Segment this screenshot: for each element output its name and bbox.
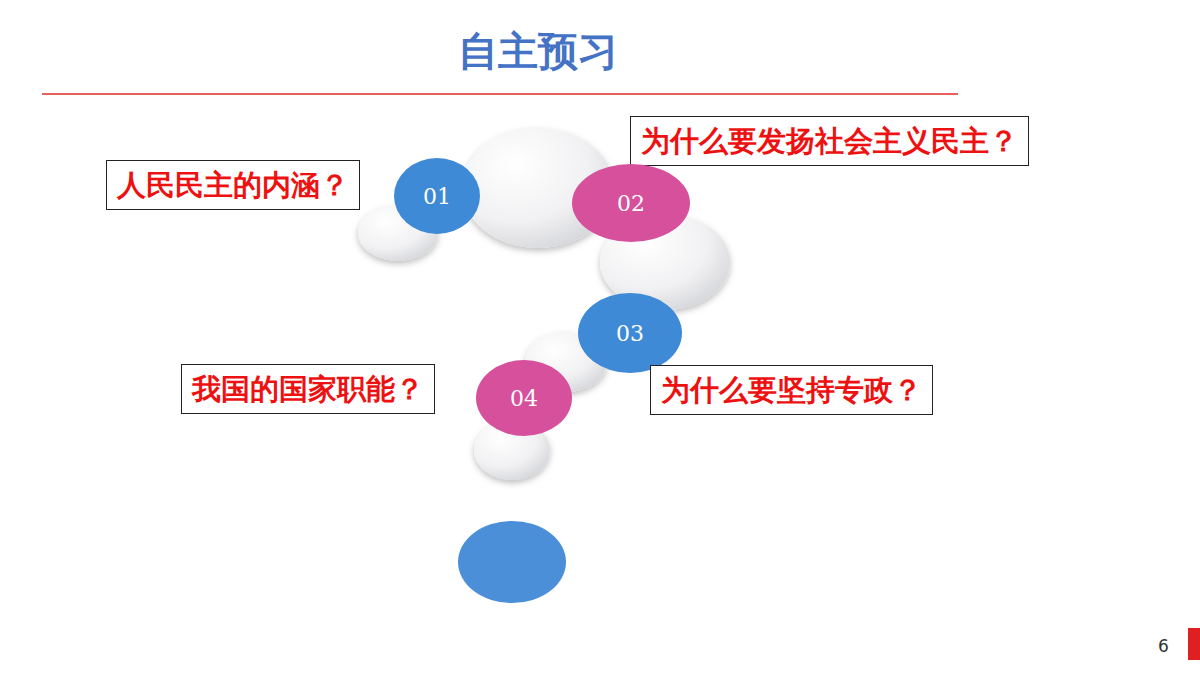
number-circle: 04 xyxy=(476,360,572,436)
question-box: 我国的国家职能？ xyxy=(181,364,435,414)
question-text: 我国的国家职能？ xyxy=(192,372,424,406)
page-tab xyxy=(1188,628,1200,660)
number-circle: 01 xyxy=(394,158,480,234)
question-box: 人民民主的内涵？ xyxy=(106,160,360,210)
slide-title: 自主预习 xyxy=(0,24,1075,79)
title-rule xyxy=(42,93,958,95)
callout-number: 01 xyxy=(423,184,451,209)
callout-number: 04 xyxy=(510,386,538,411)
question-text: 人民民主的内涵？ xyxy=(117,168,349,202)
question-box: 为什么要坚持专政？ xyxy=(650,365,933,415)
question-text: 为什么要坚持专政？ xyxy=(661,373,922,407)
number-circle: 03 xyxy=(578,293,682,373)
callout-number: 03 xyxy=(616,321,644,346)
blue-dot xyxy=(458,521,566,603)
callout-number: 02 xyxy=(617,191,645,216)
number-circle: 02 xyxy=(572,164,690,242)
question-text: 为什么要发扬社会主义民主？ xyxy=(641,124,1018,158)
question-box: 为什么要发扬社会主义民主？ xyxy=(630,116,1029,166)
page-number: 6 xyxy=(1158,636,1169,656)
